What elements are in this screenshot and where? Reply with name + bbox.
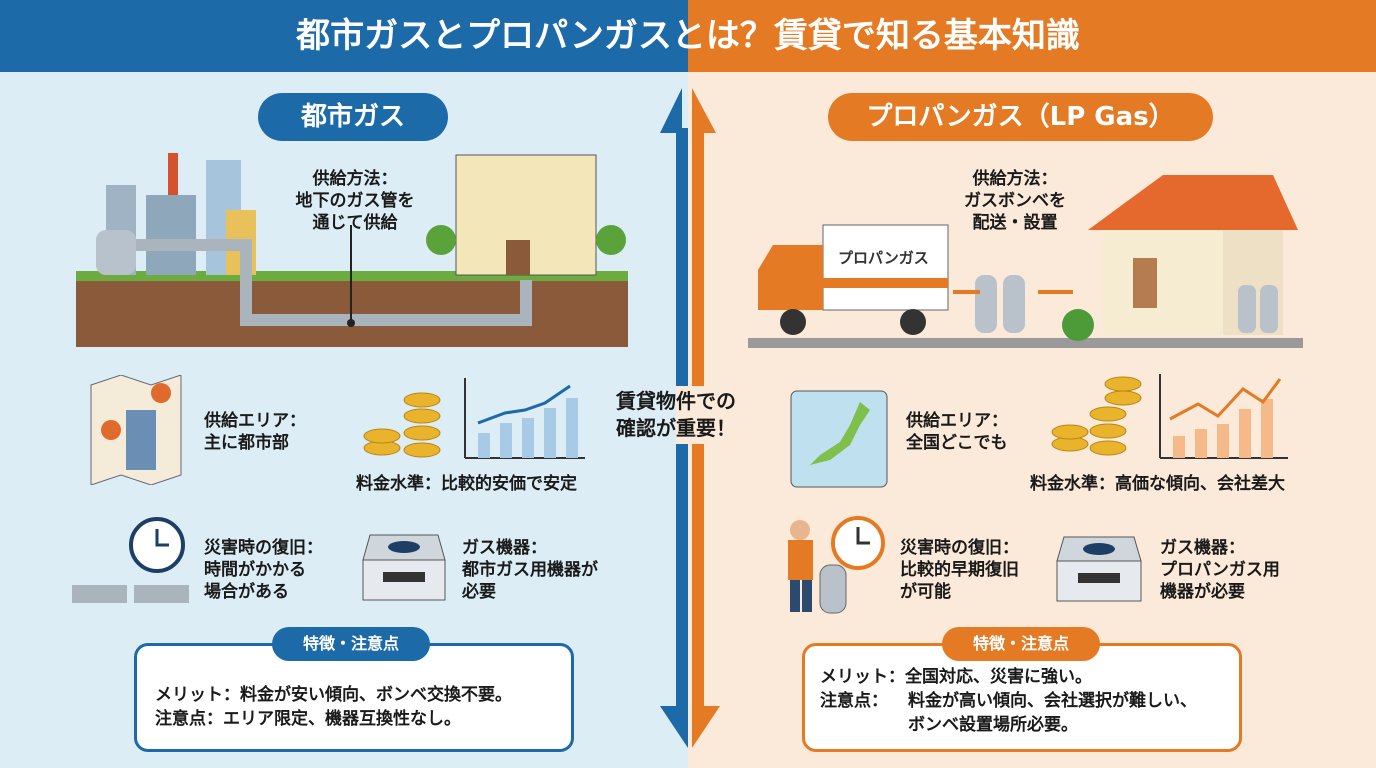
- city-appliance: ガス機器：都市ガス用機器が必要: [462, 538, 598, 602]
- map-pin-icon: [90, 375, 182, 485]
- center-note: 賃貸物件での確認が重要！: [612, 386, 740, 444]
- city-notes-tag: 特徴・注意点: [272, 627, 430, 661]
- page-title: 都市ガスとプロパンガスとは？賃貸で知る基本知識: [296, 16, 1080, 56]
- coins-chart-icon: [363, 378, 585, 459]
- propane-supply-area: 供給エリア：全国どこでも: [906, 411, 1008, 453]
- propane-appliance: ガス機器：プロパンガス用機器が必要: [1160, 538, 1280, 602]
- worker-cylinder-clock-icon: [788, 516, 885, 614]
- propane-heading: プロパンガス（LP Gas）: [828, 93, 1213, 141]
- city-supply-method: 供給方法：地下のガス管を通じて供給: [295, 169, 415, 233]
- truck-label: プロパンガス: [838, 249, 929, 267]
- city-supply-area: 供給エリア：主に都市部: [204, 411, 306, 453]
- japan-map-icon: [790, 390, 888, 488]
- city-gas-pipeline-illustration: [76, 153, 628, 347]
- coins-rising-chart-icon: [1051, 374, 1288, 459]
- city-price-level: 料金水準：比較的安価で安定: [356, 474, 577, 494]
- propane-supply-method: 供給方法：ガスボンベを配送・設置: [964, 169, 1066, 233]
- city-disaster-recovery: 災害時の復旧：時間がかかる場合がある: [204, 538, 323, 602]
- propane-price-level: 料金水準：高価な傾向、会社差大: [1030, 474, 1285, 494]
- propane-notes-tag: 特徴・注意点: [942, 627, 1100, 661]
- city-gas-heading: 都市ガス: [258, 93, 448, 141]
- propane-disaster-recovery: 災害時の復旧：比較的早期復旧が可能: [900, 538, 1019, 602]
- gas-stove-icon: [362, 534, 446, 601]
- gas-stove-icon: [1056, 536, 1142, 602]
- header-bar: [0, 0, 1376, 72]
- propane-delivery-illustration: [748, 175, 1303, 348]
- broken-pipe-clock-icon: [72, 517, 189, 603]
